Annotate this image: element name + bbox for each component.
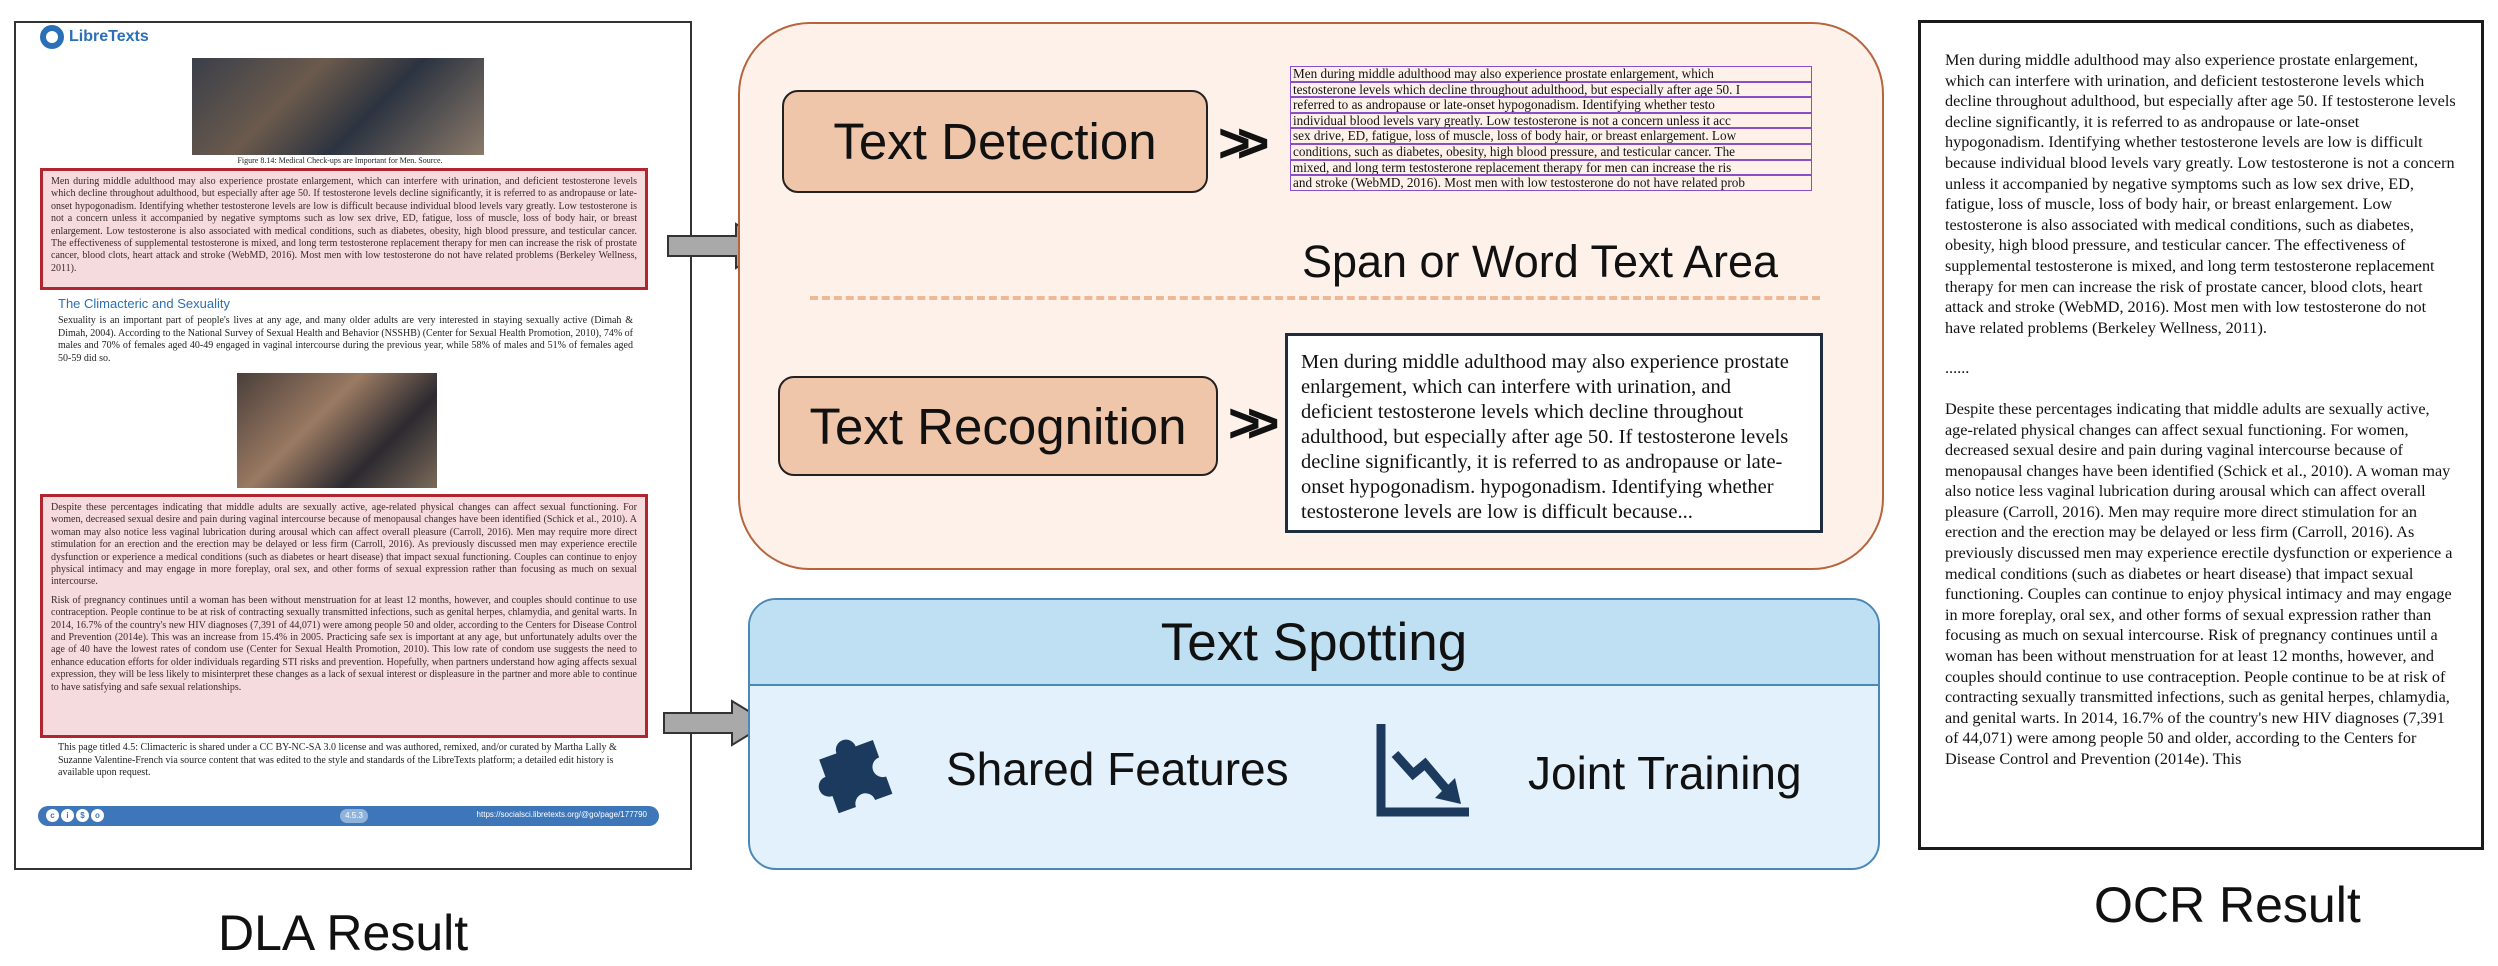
recognized-text-box: Men during middle adulthood may also exp… <box>1285 333 1823 533</box>
ocr-result-label: OCR Result <box>2094 877 2361 933</box>
detected-text-block-1: Men during middle adulthood may also exp… <box>40 168 648 290</box>
detected-text-line: referred to as andropause or late-onset … <box>1290 97 1812 113</box>
cc-icon: c <box>46 809 59 822</box>
page-footer-bar: c i $ o 4.5.3 https://socialsci.libretex… <box>38 806 659 826</box>
dashed-divider <box>810 296 1820 300</box>
cc-license-icons: c i $ o <box>46 809 104 822</box>
ocr-ellipsis: ...... <box>1945 359 1970 378</box>
sexuality-paragraph: Sexuality is an important part of people… <box>58 315 633 364</box>
text-recognition-label: Text Recognition <box>778 376 1218 476</box>
joint-training-label: Joint Training <box>1528 747 1802 799</box>
dla-result-label: DLA Result <box>218 905 469 961</box>
text-detection-label: Text Detection <box>782 90 1208 193</box>
double-chevron-icon: >> <box>1228 391 1280 454</box>
shared-features-label: Shared Features <box>946 743 1289 795</box>
nc-icon: $ <box>76 809 89 822</box>
ocr-result-page: Men during middle adulthood may also exp… <box>1918 20 2484 850</box>
license-paragraph: This page titled 4.5: Climacteric is sha… <box>58 742 617 779</box>
detected-text-block-2-para-2: Risk of pregnancy continues until a woma… <box>51 594 637 693</box>
detected-text-line: mixed, and long term testosterone replac… <box>1290 159 1812 176</box>
puzzle-icon <box>818 739 893 814</box>
detected-text-line: conditions, such as diabetes, obesity, h… <box>1290 143 1812 160</box>
trend-down-icon <box>1376 724 1469 817</box>
footer-page-number: 4.5.3 <box>340 809 368 823</box>
figure-photo-couple <box>237 373 437 488</box>
libretexts-logo: LibreTexts <box>40 25 149 49</box>
detected-text-line: Men during middle adulthood may also exp… <box>1290 66 1812 82</box>
text-spotting-panel: Text Spotting <box>748 598 1880 870</box>
detected-text-line: testosterone levels which decline throug… <box>1290 81 1812 98</box>
detected-text-block-2-para-1: Despite these percentages indicating tha… <box>51 502 637 588</box>
by-icon: i <box>61 809 74 822</box>
figure-photo-men <box>192 58 484 155</box>
ocr-paragraph-2: Despite these percentages indicating tha… <box>1945 399 2453 768</box>
detected-text-line: and stroke (WebMD, 2016). Most men with … <box>1290 175 1812 191</box>
double-chevron-icon: >> <box>1218 111 1270 174</box>
detected-text-line: individual blood levels vary greatly. Lo… <box>1290 112 1812 129</box>
sa-icon: o <box>91 809 104 822</box>
figure-caption: Figure 8.14: Medical Check-ups are Impor… <box>237 156 443 165</box>
footer-url: https://socialsci.libretexts.org/@go/pag… <box>476 810 647 819</box>
logo-text: LibreTexts <box>69 28 149 45</box>
detected-lines-box: Men during middle adulthood may also exp… <box>1290 66 1812 224</box>
span-word-area-label: Span or Word Text Area <box>1301 236 1779 287</box>
text-spotting-title: Text Spotting <box>750 600 1878 686</box>
detected-text-line: sex drive, ED, fatigue, loss of muscle, … <box>1290 128 1812 144</box>
libretexts-logo-icon <box>40 25 64 49</box>
ocr-paragraph-1: Men during middle adulthood may also exp… <box>1945 51 2456 337</box>
section-subheading: The Climacteric and Sexuality <box>58 296 230 311</box>
detected-text-block-2: Despite these percentages indicating tha… <box>40 494 648 738</box>
